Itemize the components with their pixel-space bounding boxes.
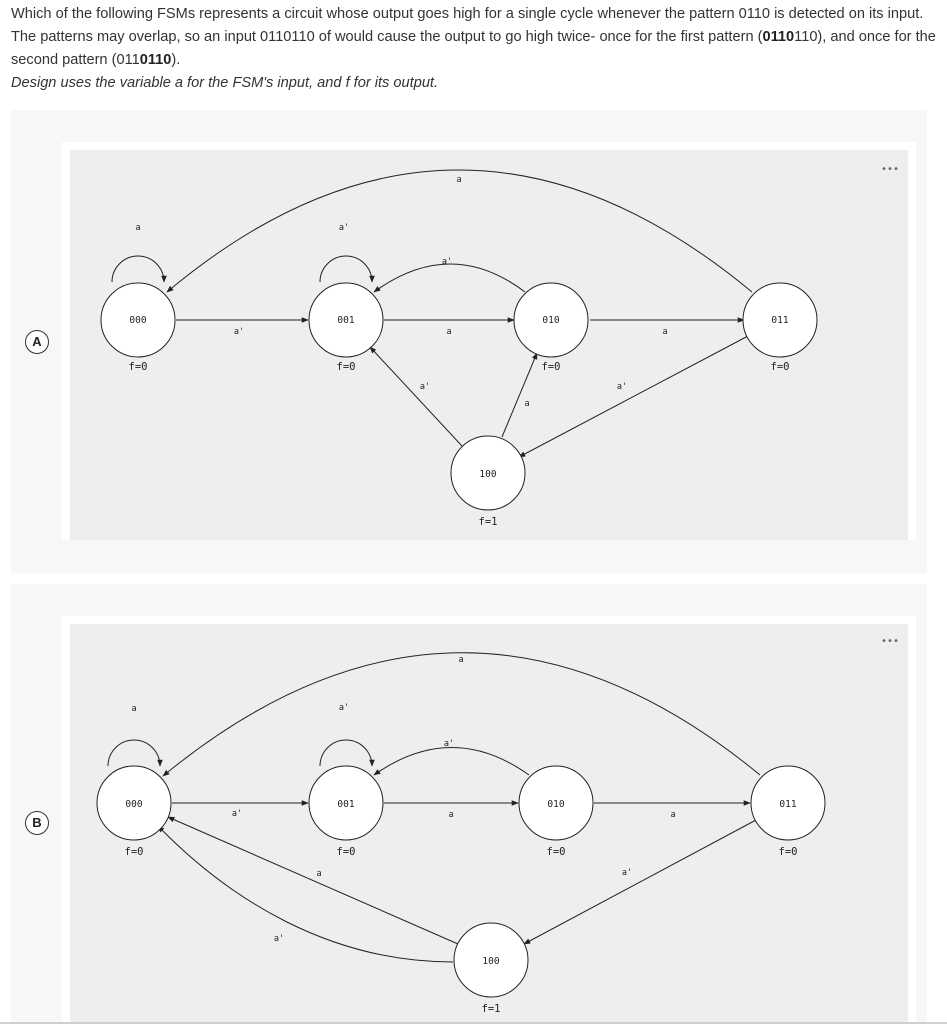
transition-label: a — [131, 704, 136, 714]
state-output: f=0 — [779, 846, 798, 858]
transition-arrow — [501, 352, 538, 438]
state-node — [308, 765, 384, 841]
state-label: 010 — [547, 799, 564, 810]
state-node — [100, 282, 176, 358]
transition-label: a' — [420, 382, 430, 392]
fsm-diagram-b: ••• a a' a' a a' a a a' a a' 000 001 010… — [62, 616, 916, 1024]
transition-arrow — [162, 652, 761, 777]
transition-arrow — [319, 255, 375, 283]
transition-label: a — [448, 810, 453, 820]
state-label: 011 — [771, 315, 788, 326]
state-label: 100 — [479, 469, 496, 480]
question-line: Which of the following FSMs represents a… — [11, 6, 924, 45]
more-options-icon[interactable]: ••• — [881, 164, 899, 175]
state-output: f=0 — [337, 846, 356, 858]
transition-arrow — [166, 169, 753, 293]
state-label: 011 — [779, 799, 796, 810]
transition-label: a' — [622, 868, 632, 878]
state-node — [450, 435, 526, 511]
state-output: f=1 — [482, 1003, 501, 1015]
state-output: f=0 — [771, 361, 790, 373]
state-output: f=0 — [337, 361, 356, 373]
state-output: f=0 — [125, 846, 144, 858]
transition-label: a' — [442, 257, 452, 267]
state-output: f=1 — [479, 516, 498, 528]
transition-arrow — [523, 819, 757, 945]
transition-label: a' — [444, 739, 454, 749]
transition-label: a — [662, 327, 667, 337]
question-text: Which of the following FSMs represents a… — [11, 3, 936, 95]
transition-label: a' — [617, 382, 627, 392]
state-output: f=0 — [129, 361, 148, 373]
fsm-diagram-a: ••• a a' a' a a' a a a' a' a 000 001 010… — [62, 142, 916, 540]
transition-arrow — [107, 739, 163, 767]
state-label: 100 — [482, 956, 499, 967]
state-node — [750, 765, 826, 841]
question-line: 110), and once for the second pattern (0… — [11, 29, 936, 68]
transition-arrow — [319, 739, 375, 767]
state-node — [742, 282, 818, 358]
transition-arrow — [369, 346, 463, 447]
question-line: ). — [171, 52, 181, 68]
option-a-letter[interactable]: A — [25, 330, 49, 354]
transition-label: a' — [339, 703, 349, 713]
design-note: Design uses the variable a for the FSM's… — [11, 75, 439, 91]
transition-label: a — [316, 869, 321, 879]
option-b-letter[interactable]: B — [25, 811, 49, 835]
pattern-highlight-1: 0110 — [762, 29, 795, 45]
transition-arrow — [373, 263, 526, 293]
state-output: f=0 — [542, 361, 561, 373]
transition-arrow — [373, 747, 530, 776]
state-output: f=0 — [547, 846, 566, 858]
state-label: 010 — [542, 315, 559, 326]
transition-arrow — [167, 816, 459, 945]
transition-label: a — [458, 655, 463, 665]
state-label: 000 — [125, 799, 142, 810]
transition-label: a — [524, 399, 529, 409]
state-node — [518, 765, 594, 841]
state-label: 000 — [129, 315, 146, 326]
state-label: 001 — [337, 799, 354, 810]
transition-arrow — [518, 335, 749, 458]
state-node — [308, 282, 384, 358]
transition-label: a' — [234, 327, 244, 337]
transition-label: a — [670, 810, 675, 820]
transition-arrow — [111, 255, 167, 283]
transition-label: a' — [339, 223, 349, 233]
state-node — [96, 765, 172, 841]
state-node — [513, 282, 589, 358]
state-label: 001 — [337, 315, 354, 326]
transition-label: a' — [274, 934, 284, 944]
pattern-highlight-2: 0110 — [139, 52, 172, 68]
more-options-icon[interactable]: ••• — [881, 636, 899, 647]
transition-label: a — [456, 175, 461, 185]
divider — [0, 1022, 947, 1024]
state-node — [453, 922, 529, 998]
transition-arrow — [157, 825, 454, 963]
question-paragraph: Which of the following FSMs represents a… — [11, 3, 936, 72]
transition-label: a — [135, 223, 140, 233]
transition-label: a' — [232, 809, 242, 819]
transition-label: a — [446, 327, 451, 337]
